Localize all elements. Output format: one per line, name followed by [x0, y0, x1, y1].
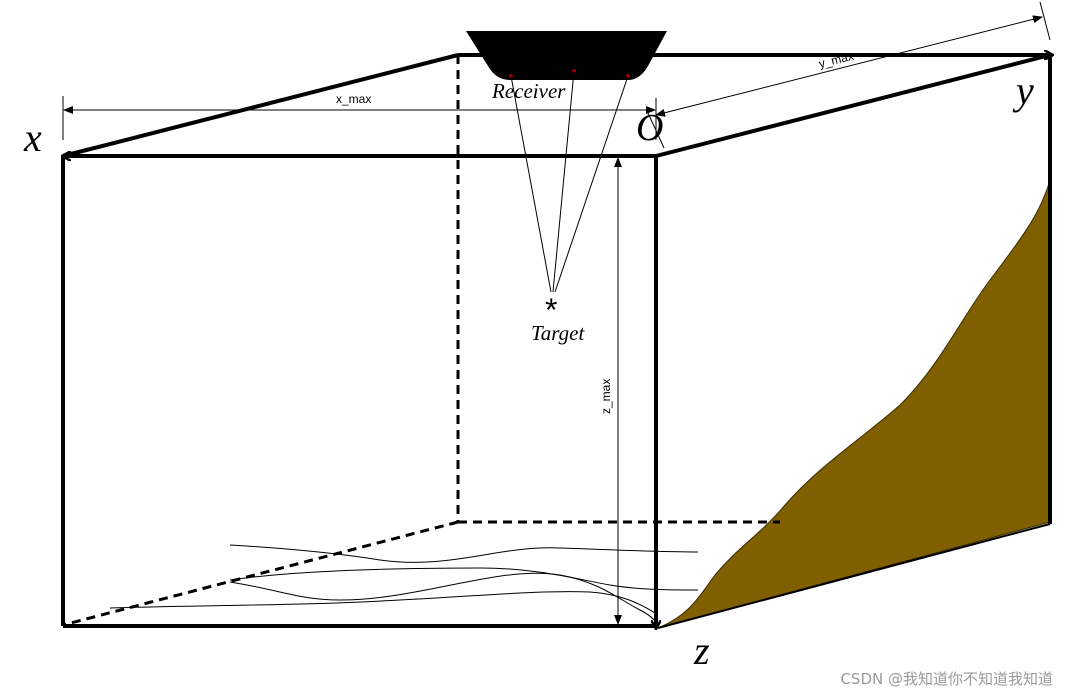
- x-max-label: x_max: [336, 92, 371, 106]
- target-label: Target: [531, 321, 585, 345]
- receiver-label: Receiver: [491, 79, 566, 103]
- z-max-label: z_max: [599, 379, 613, 414]
- box-top-right-edge: [655, 53, 1051, 158]
- y-max-dimension-line: [655, 15, 1043, 117]
- bottom-wave-3: [229, 572, 659, 626]
- y-max-extension-left: [647, 112, 665, 149]
- hidden-edge-bottom-left: [62, 520, 459, 627]
- bottom-wave-2: [229, 567, 699, 591]
- ray-center: [552, 70, 575, 293]
- target-marker: *: [545, 292, 557, 328]
- y-max-extension-right: [1039, 1, 1051, 41]
- receiver-shape: [466, 31, 667, 80]
- bottom-wave-4: [109, 591, 659, 616]
- y-axis-label: y: [1012, 68, 1034, 113]
- bottom-wave-1: [229, 544, 699, 563]
- z-axis-label: z: [693, 628, 710, 673]
- watermark: CSDN @我知道你不知道我知道: [840, 670, 1053, 688]
- ray-right: [554, 75, 629, 293]
- y-max-label: y_max: [817, 49, 855, 71]
- origin-label: O: [636, 107, 663, 149]
- box-top-left-edge: [62, 53, 459, 158]
- ray-left: [510, 75, 552, 293]
- x-axis-label: x: [23, 115, 42, 160]
- terrain-slope: [657, 179, 1051, 629]
- box-bottom-right-edge: [657, 523, 1051, 629]
